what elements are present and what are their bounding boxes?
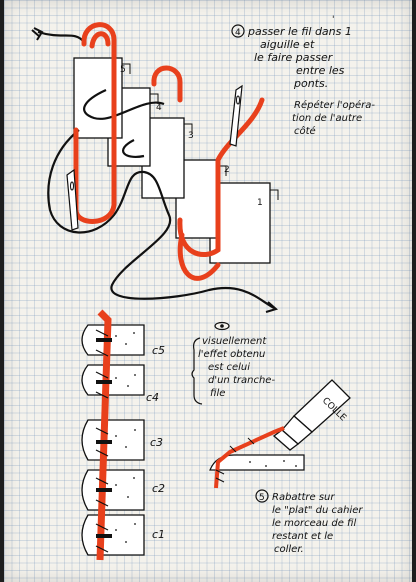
illustration: ' 1 2 3 4 5: [31, 15, 378, 561]
result-note: visuellement l'effet obtenu est celui d'…: [198, 336, 278, 399]
section-label-c5: c5: [152, 344, 165, 357]
spine-section-c5: [81, 324, 145, 356]
step-5-number: 5: [259, 493, 265, 503]
panel-number-2: 2: [224, 165, 230, 175]
panel-number-3: 3: [188, 131, 194, 141]
step-4-instructions: passer le fil dans 1 aiguille et le fair…: [247, 25, 355, 90]
step-4-circle: [231, 24, 245, 38]
spine-section-c4: [81, 364, 145, 396]
spine-section-c2: [81, 469, 145, 511]
needle-right-icon: [229, 84, 243, 147]
spine-red-thread: [96, 309, 112, 561]
panel-number-4: 4: [156, 103, 162, 113]
step-5-circle: [255, 489, 269, 503]
step-5-instructions: Rabattre sur le "plat" du cahier le morc…: [272, 492, 366, 555]
brace: [191, 337, 203, 405]
panel-number-5: 5: [120, 65, 126, 75]
repeat-note: Répéter l'opéra- tion de l'autre côté: [292, 99, 378, 137]
section-label-c1: c1: [152, 528, 165, 541]
section-label-c2: c2: [152, 482, 165, 495]
spine-section-c1: [81, 514, 145, 556]
spine-section-c3: [81, 419, 145, 461]
black-thread: [37, 30, 275, 309]
notebook-page: ' 1 2 3 4 5: [4, 0, 412, 582]
folded-section-drawing: [209, 426, 305, 489]
corner-mark: ': [332, 15, 334, 25]
section-label-c4: c4: [146, 391, 159, 404]
panel-number-1: 1: [257, 198, 263, 208]
needle-left-icon: [66, 168, 79, 231]
eye-icon: [214, 321, 230, 331]
glue-tube-icon: COLLE: [272, 379, 351, 451]
step-4-number: 4: [235, 28, 241, 38]
spine-drawing: [81, 309, 145, 561]
section-label-c3: c3: [150, 436, 163, 449]
